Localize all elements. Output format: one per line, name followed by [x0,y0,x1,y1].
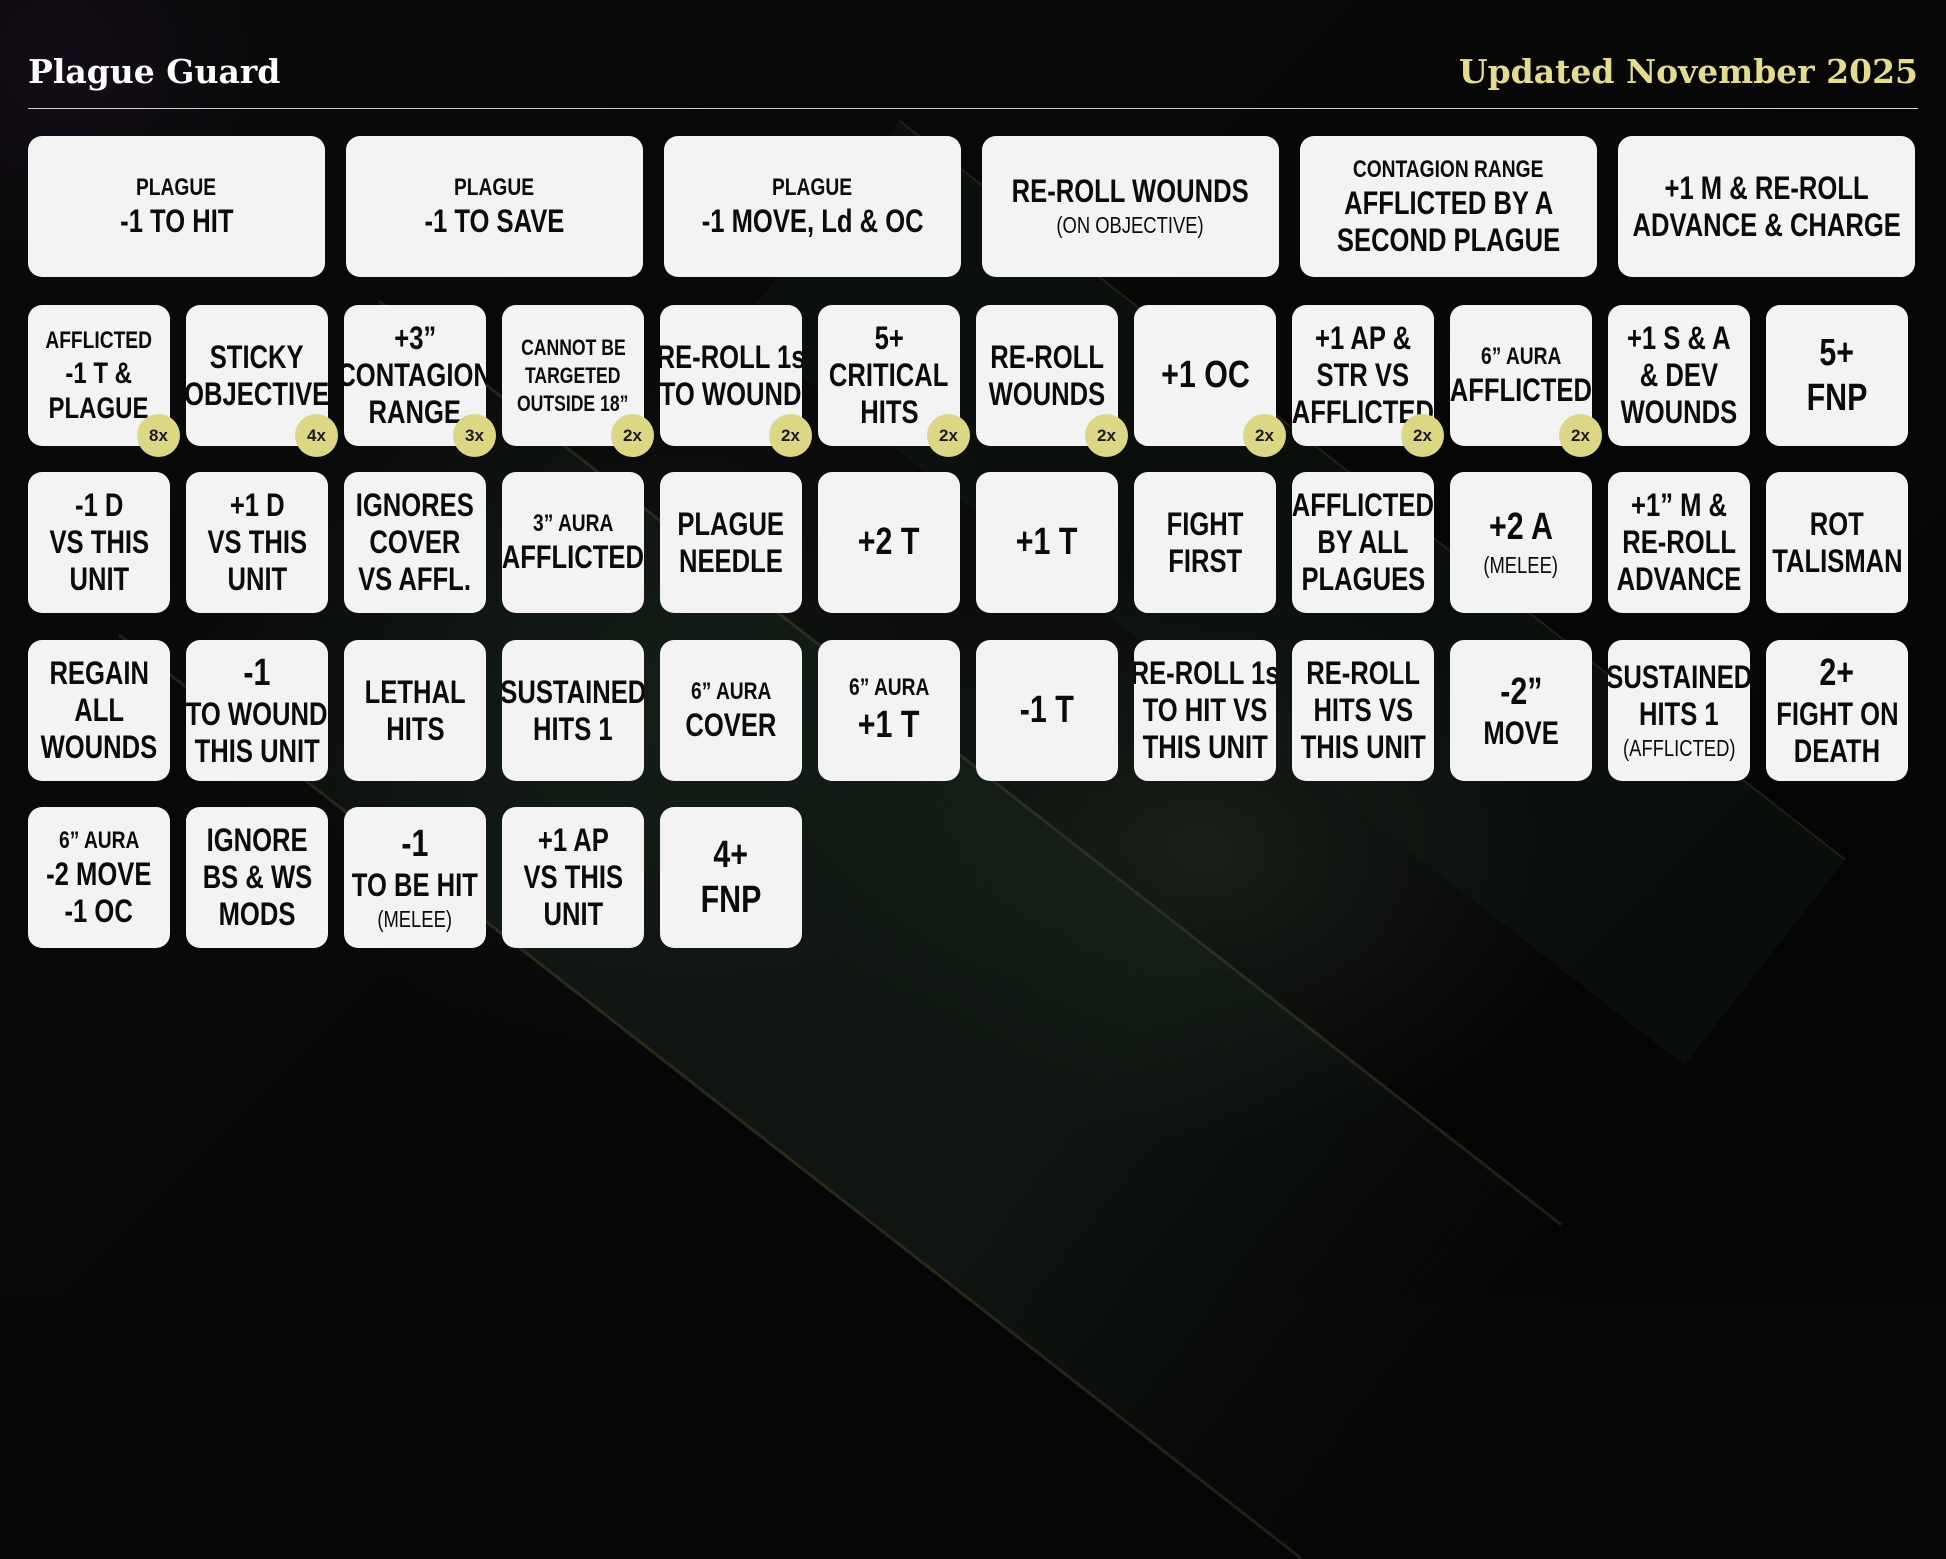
token-fight-on-death[interactable]: 2+ FIGHT ON DEATH [1766,640,1908,781]
token-plague-to-save[interactable]: PLAGUE -1 TO SAVE [346,136,643,277]
token-contagion-second-plague[interactable]: CONTAGION RANGE AFFLICTED BY A SECOND PL… [1300,136,1597,277]
token-move-reroll-advance-charge[interactable]: +1 M & RE-ROLL ADVANCE & CHARGE [1618,136,1915,277]
updated-date: Updated November 2025 [1458,52,1918,91]
token-plus-1-t[interactable]: +1 T [976,472,1118,613]
token-sticky-objective[interactable]: STICKY OBJECTIVE [186,305,328,446]
token-5-fnp[interactable]: 5+ FNP [1766,305,1908,446]
token-fight-first[interactable]: FIGHT FIRST [1134,472,1276,613]
token-6-aura-afflicted[interactable]: 6” AURA AFFLICTED [1450,305,1592,446]
token-plague-needle[interactable]: PLAGUE NEEDLE [660,472,802,613]
count-badge: 2x [1243,414,1286,457]
token-6-aura-move-oc[interactable]: 6” AURA -2 MOVE -1 OC [28,807,170,948]
count-badge: 2x [1559,414,1602,457]
count-badge: 2x [611,414,654,457]
token-plague-move-ld-oc[interactable]: PLAGUE -1 MOVE, Ld & OC [664,136,961,277]
token-sustained-hits-1[interactable]: SUSTAINED HITS 1 [502,640,644,781]
count-badge: 4x [295,414,338,457]
token-plus-1-d[interactable]: +1 D VS THIS UNIT [186,472,328,613]
token-plus-2-t[interactable]: +2 T [818,472,960,613]
page-header: Plague Guard Updated November 2025 [28,48,1918,109]
token-ignores-cover[interactable]: IGNORES COVER VS AFFL. [344,472,486,613]
token-minus-1-t[interactable]: -1 T [976,640,1118,781]
token-plague-to-hit[interactable]: PLAGUE -1 TO HIT [28,136,325,277]
token-rot-talisman[interactable]: ROT TALISMAN [1766,472,1908,613]
token-sustained-hits-afflicted[interactable]: SUSTAINED HITS 1 (AFFLICTED) [1608,640,1750,781]
token-afflicted-t-plague[interactable]: AFFLICTED -1 T & PLAGUE [28,305,170,446]
token-lethal-hits[interactable]: LETHAL HITS [344,640,486,781]
token-afflicted-all-plagues[interactable]: AFFLICTED BY ALL PLAGUES [1292,472,1434,613]
token-minus-1-d[interactable]: -1 D VS THIS UNIT [28,472,170,613]
count-badge: 8x [137,414,180,457]
count-badge: 2x [769,414,812,457]
token-reroll-1s-hit-vs-unit[interactable]: RE-ROLL 1s TO HIT VS THIS UNIT [1134,640,1276,781]
token-s-a-dev-wounds[interactable]: +1 S & A & DEV WOUNDS [1608,305,1750,446]
token-minus-1-to-wound[interactable]: -1 TO WOUND THIS UNIT [186,640,328,781]
token-6-aura-plus-1-t[interactable]: 6” AURA +1 T [818,640,960,781]
token-regain-all-wounds[interactable]: REGAIN ALL WOUNDS [28,640,170,781]
token-ignore-bs-ws-mods[interactable]: IGNORE BS & WS MODS [186,807,328,948]
token-plus-1-ap-vs-unit[interactable]: +1 AP VS THIS UNIT [502,807,644,948]
token-plus-2-a-melee[interactable]: +2 A (MELEE) [1450,472,1592,613]
token-reroll-hits-vs-unit[interactable]: RE-ROLL HITS VS THIS UNIT [1292,640,1434,781]
token-3-aura-afflicted[interactable]: 3” AURA AFFLICTED [502,472,644,613]
token-move-reroll-advance[interactable]: +1” M & RE-ROLL ADVANCE [1608,472,1750,613]
token-4-fnp[interactable]: 4+ FNP [660,807,802,948]
count-badge: 2x [927,414,970,457]
page-title: Plague Guard [28,52,281,91]
token-6-aura-cover[interactable]: 6” AURA COVER [660,640,802,781]
token-reroll-wounds-objective[interactable]: RE-ROLL WOUNDS (ON OBJECTIVE) [982,136,1279,277]
count-badge: 2x [1401,414,1444,457]
count-badge: 3x [453,414,496,457]
token-minus-2-move[interactable]: -2” MOVE [1450,640,1592,781]
count-badge: 2x [1085,414,1128,457]
token-minus-1-to-be-hit[interactable]: -1 TO BE HIT (MELEE) [344,807,486,948]
